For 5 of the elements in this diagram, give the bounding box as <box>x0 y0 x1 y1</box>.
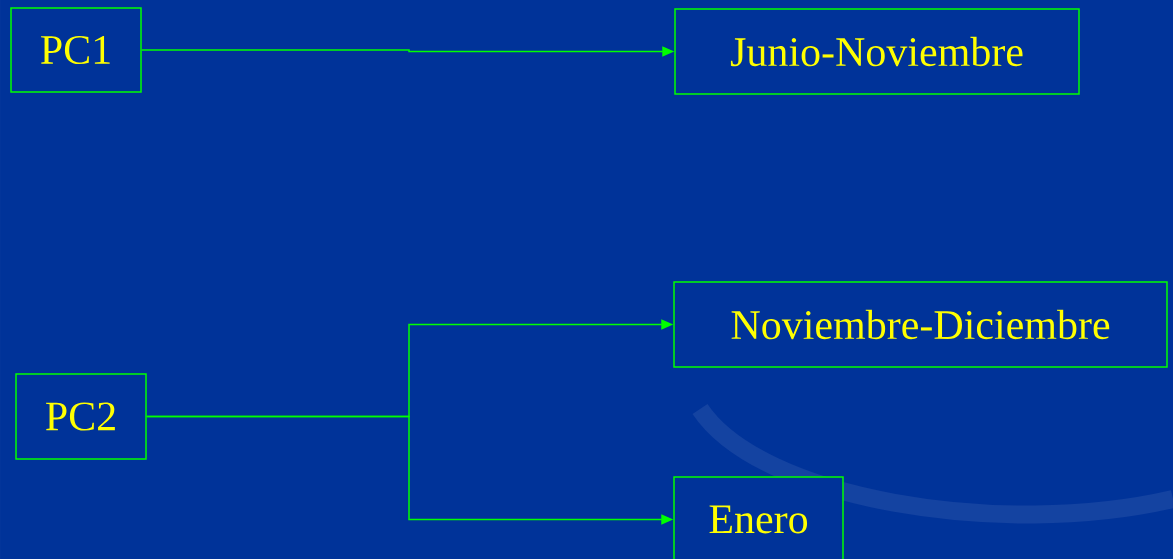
label-box: PC1 <box>10 7 142 93</box>
label-box: Enero <box>673 476 844 559</box>
label-box: PC2 <box>15 373 147 460</box>
label-box: Junio-Noviembre <box>674 8 1080 95</box>
label-box: Noviembre-Diciembre <box>673 281 1168 368</box>
